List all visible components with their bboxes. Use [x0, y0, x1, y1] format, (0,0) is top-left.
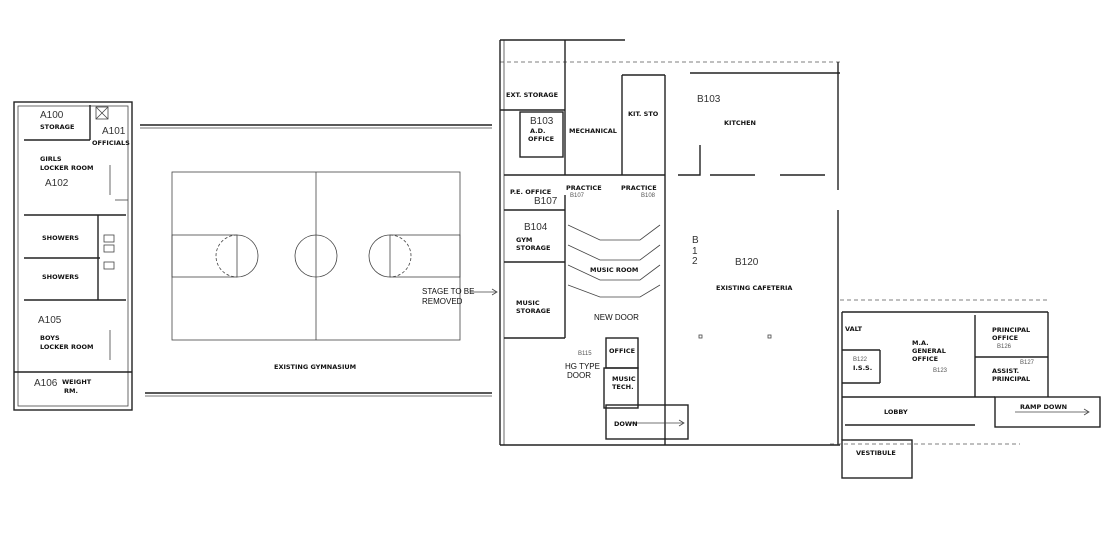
- room-music-storage-name: MUSIC: [516, 299, 540, 307]
- hc-door-note-2: DOOR: [567, 371, 591, 380]
- room-b115-number: B115: [578, 351, 592, 357]
- room-mechanical: MECHANICAL: [569, 127, 617, 135]
- room-kitchen-name: KITCHEN: [724, 119, 756, 127]
- room-iss-number: B122: [853, 357, 868, 363]
- room-ad-office-number: B103: [530, 116, 554, 127]
- room-kit-sto: KIT. STO: [628, 110, 659, 118]
- down-note: DOWN: [614, 420, 638, 428]
- room-principal-number: B126: [997, 344, 1012, 350]
- room-labels: A100 STORAGE A101 OFFICIALS GIRLS LOCKER…: [34, 91, 1067, 457]
- room-ad-office-name: A.D.: [530, 127, 546, 135]
- cafeteria-side-label-2: 1: [692, 246, 698, 257]
- room-a100-number: A100: [40, 110, 64, 121]
- room-principal-name: PRINCIPAL: [992, 326, 1030, 334]
- room-practice-1-number: B107: [570, 193, 585, 199]
- locker-wing: [13, 101, 133, 411]
- room-practice-1: PRACTICE: [566, 184, 602, 192]
- room-gym-storage-name-2: STORAGE: [516, 244, 550, 252]
- room-assist-name: ASSIST.: [992, 367, 1019, 375]
- room-a102-name-2: LOCKER ROOM: [40, 164, 93, 172]
- room-music-room: MUSIC ROOM: [590, 266, 638, 274]
- room-a105-name: BOYS: [40, 334, 60, 342]
- room-cafeteria-name: EXISTING CAFETERIA: [716, 284, 792, 292]
- room-music-storage-name-2: STORAGE: [516, 307, 550, 315]
- cafeteria-wing: [678, 62, 840, 445]
- room-a105-number: A105: [38, 315, 62, 326]
- room-pe-office-name: P.E. OFFICE: [510, 188, 551, 196]
- room-vault: VALT: [845, 325, 863, 333]
- cafeteria-side-label: B: [692, 235, 699, 246]
- room-showers-1: SHOWERS: [42, 234, 79, 242]
- center-wing: [499, 39, 840, 446]
- room-music-tech-name: MUSIC: [612, 375, 636, 383]
- room-principal-name-2: OFFICE: [992, 334, 1018, 342]
- cafeteria-side-label-3: 2: [692, 256, 698, 267]
- room-pe-office-number: B107: [534, 196, 558, 207]
- room-a105-name-2: LOCKER ROOM: [40, 343, 93, 351]
- hc-door-note: HG TYPE: [565, 362, 600, 371]
- room-cafeteria-number: B120: [735, 257, 759, 268]
- room-general-office-name-2: GENERAL: [912, 347, 946, 355]
- room-a102-name: GIRLS: [40, 155, 62, 163]
- room-ext-storage: EXT. STORAGE: [506, 91, 558, 99]
- room-a101-number: A101: [102, 126, 126, 137]
- room-general-office-name-3: OFFICE: [912, 355, 938, 363]
- room-a106-number: A106: [34, 378, 58, 389]
- room-general-office-name: M.A.: [912, 339, 929, 347]
- room-iss-name: I.S.S.: [853, 364, 872, 372]
- room-a101-name: OFFICIALS: [92, 139, 130, 147]
- room-gym-storage-number: B104: [524, 222, 548, 233]
- room-assist-number: B127: [1020, 360, 1035, 366]
- gymnasium: [140, 124, 498, 397]
- room-a102-number: A102: [45, 178, 69, 189]
- room-practice-2: PRACTICE: [621, 184, 657, 192]
- room-lobby: LOBBY: [884, 408, 908, 416]
- room-a106-name-2: RM.: [64, 387, 78, 395]
- room-assist-name-2: PRINCIPAL: [992, 375, 1030, 383]
- room-kitchen-number: B103: [697, 94, 721, 105]
- room-general-office-number: B123: [933, 368, 948, 374]
- new-door-note: NEW DOOR: [594, 313, 639, 322]
- room-gym: EXISTING GYMNASIUM: [274, 363, 356, 371]
- stage-note-2: REMOVED: [422, 297, 463, 306]
- room-vestibule: VESTIBULE: [856, 449, 896, 457]
- room-music-tech-name-2: TECH.: [612, 383, 634, 391]
- room-office: OFFICE: [609, 347, 635, 355]
- admin-wing: [830, 299, 1101, 479]
- room-a100-name: STORAGE: [40, 123, 74, 131]
- room-a106-name: WEIGHT: [62, 378, 92, 386]
- room-ad-office-name-2: OFFICE: [528, 135, 554, 143]
- room-practice-2-number: B108: [641, 193, 656, 199]
- room-showers-2: SHOWERS: [42, 273, 79, 281]
- ramp-down-note: RAMP DOWN: [1020, 403, 1067, 411]
- room-gym-storage-name: GYM: [516, 236, 532, 244]
- stage-note: STAGE TO BE: [422, 287, 474, 296]
